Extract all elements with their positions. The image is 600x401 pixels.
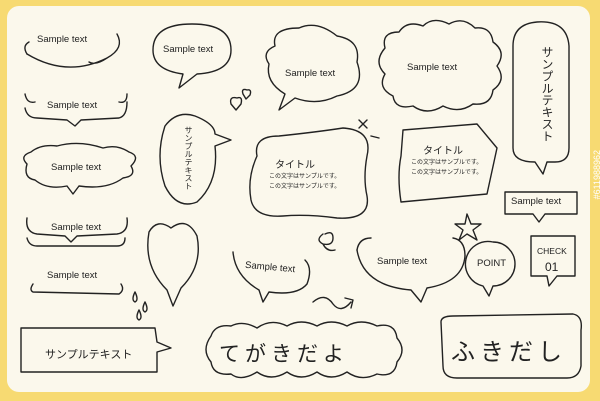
oval-speech-bubble <box>152 23 232 89</box>
sample-text-3: Sample text <box>285 68 336 79</box>
sample-text-1: Sample text <box>37 34 88 45</box>
sample-text-8: Sample text <box>51 222 102 233</box>
check-label: CHECK <box>537 246 567 256</box>
wide-round-bubble <box>356 249 466 303</box>
body-line-2a: この文字はサンプルです。 <box>411 159 483 166</box>
rounded-rect-bubble <box>440 313 583 379</box>
sample-text-6: Sample text <box>51 162 102 173</box>
tall-vertical-bubble <box>512 21 570 175</box>
rectangle-speech-bubble <box>20 327 172 373</box>
fluffy-cloud-bubble <box>378 19 502 112</box>
scalloped-bubble <box>205 321 403 379</box>
wave-bottom-bubble <box>232 251 311 303</box>
bracket-bubble-2 <box>26 217 128 247</box>
sample-katakana-vertical-2: サンプルテキスト <box>184 126 193 190</box>
title-jp-2: タイトル <box>423 146 463 157</box>
sparkle-doodle <box>358 119 380 139</box>
small-bracket-bubble <box>30 283 124 295</box>
bracket-bubble-1 <box>24 93 128 127</box>
title-jp-1: タイトル <box>275 160 315 171</box>
blob-title-bubble <box>249 127 369 219</box>
point-label: POINT <box>477 258 507 269</box>
rounded-cloud-bubble <box>265 24 361 111</box>
sample-text-2: Sample text <box>163 44 214 55</box>
point-circle-bubble <box>464 240 516 297</box>
hexagon-title-bubble <box>398 123 498 203</box>
sample-katakana-vertical: サンプルテキスト <box>540 46 554 142</box>
heart-speech-bubble <box>147 222 199 307</box>
sample-text-10: Sample text <box>377 256 428 267</box>
sample-text-5: Sample text <box>47 100 98 111</box>
pointed-vertical-bubble <box>159 113 232 205</box>
speech-bubble-illustrations <box>20 19 583 379</box>
swoop-bubble-curl <box>24 41 30 55</box>
body-line-1a: この文字はサンプルです。 <box>269 173 341 180</box>
heart-doodle-2 <box>241 88 252 100</box>
sample-text-11: Sample text <box>47 270 98 281</box>
star-doodle <box>454 213 482 241</box>
check-number: 01 <box>545 260 559 274</box>
swoop-bubble-top <box>26 33 121 68</box>
fukidashi-text: ふきだし <box>451 338 567 366</box>
wide-round-bubble-top <box>356 237 466 257</box>
check-box-bubble <box>530 235 576 287</box>
body-line-2b: この文字はサンプルです。 <box>411 169 483 176</box>
sticker-sheet: Sample text Sample text Sample text Samp… <box>7 6 590 392</box>
watermark-id: #611988962 <box>592 150 600 200</box>
drop-doodles <box>132 291 148 321</box>
tegakidayo-text: てがきだよ <box>219 342 349 366</box>
body-line-1b: この文字はサンプルです。 <box>269 183 341 190</box>
curly-wavy-bubble <box>23 142 137 195</box>
sample-text-4: Sample text <box>407 62 458 73</box>
sample-text-7: Sample text <box>511 196 562 207</box>
small-rect-label <box>504 191 578 223</box>
heart-doodle-1 <box>229 96 243 111</box>
sample-katakana-horizontal: サンプルテキスト <box>45 348 133 361</box>
spiral-doodle <box>318 231 336 252</box>
arrow-doodle <box>312 296 354 310</box>
